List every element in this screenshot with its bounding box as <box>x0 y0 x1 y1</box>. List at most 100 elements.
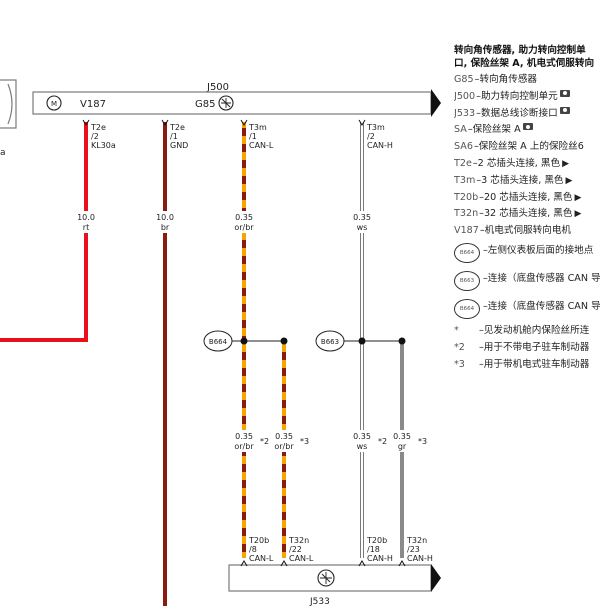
svg-text:*2: *2 <box>260 437 269 446</box>
svg-text:0.35: 0.35 <box>393 432 411 441</box>
svg-text:B664: B664 <box>209 338 228 346</box>
bottom-pin-1: T20b /8 CAN-L <box>240 536 274 567</box>
top-pin-4: T3m /2 CAN-H <box>358 119 393 150</box>
arrow-right-icon <box>431 564 441 592</box>
legend-item: T3m–3 芯插头连接, 黑色▶ <box>454 173 600 190</box>
legend-note: *3–用于带机电式驻车制动器 <box>454 358 590 370</box>
legend-item: SA–保险丝架 A <box>454 122 600 139</box>
wire-can-l <box>242 122 286 558</box>
wire-spec-bottom-4: 0.35 gr *3 <box>390 430 427 452</box>
j533-label: J533 <box>309 597 330 606</box>
motor-icon: M <box>46 95 62 111</box>
plug-icon[interactable]: ▶ <box>562 158 570 169</box>
svg-text:*2: *2 <box>378 437 387 446</box>
svg-text:M: M <box>51 100 57 108</box>
svg-text:0.35: 0.35 <box>275 432 293 441</box>
legend-circle-item: B664 –左侧仪表板后面的接地点 <box>454 242 600 263</box>
legend-item: J533–数据总线诊断接口 <box>454 106 600 123</box>
svg-text:/23: /23 <box>407 545 420 554</box>
svg-text:T32n: T32n <box>288 536 309 545</box>
svg-text:T32n: T32n <box>406 536 427 545</box>
wire-spec-bottom-1: 0.35 or/br *2 <box>230 430 269 452</box>
v187-label: V187 <box>80 99 106 110</box>
plug-icon[interactable]: ▶ <box>574 209 582 220</box>
legend-note: *2–用于不带电子驻车制动器 <box>454 341 590 353</box>
legend-item: SA6–保险丝架 A 上的保险丝6 <box>454 141 584 153</box>
svg-text:ws: ws <box>357 442 368 451</box>
bottom-pin-2: T32n /22 CAN-L <box>280 536 314 567</box>
svg-text:KL30a: KL30a <box>91 141 116 150</box>
svg-text:T2e: T2e <box>90 123 106 132</box>
svg-text:CAN-H: CAN-H <box>407 554 433 563</box>
svg-text:CAN-L: CAN-L <box>249 141 274 150</box>
svg-text:/1: /1 <box>249 132 257 141</box>
svg-text:10.0: 10.0 <box>77 213 95 222</box>
wire-spec-top-3: 0.35 or/br <box>228 211 260 233</box>
svg-text:T3m: T3m <box>248 123 267 132</box>
svg-text:CAN-H: CAN-H <box>367 554 393 563</box>
svg-text:/18: /18 <box>367 545 380 554</box>
wire-can-h <box>360 122 404 558</box>
camera-icon[interactable] <box>559 89 570 97</box>
svg-text:or/br: or/br <box>234 442 254 451</box>
plug-icon[interactable]: ▶ <box>565 175 573 186</box>
gateway-icon <box>317 569 335 587</box>
svg-text:/1: /1 <box>170 132 178 141</box>
svg-text:CAN-L: CAN-L <box>249 554 274 563</box>
svg-text:0.35: 0.35 <box>353 432 371 441</box>
svg-text:10.0: 10.0 <box>156 213 174 222</box>
wiring-diagram: a J500 M V187 G85 J533 <box>0 79 441 606</box>
svg-text:or/br: or/br <box>234 223 254 232</box>
legend-circle-item: B664 –连接（底盘传感器 CAN 导线束中 <box>454 298 600 319</box>
legend-note: *–见发动机舱内保险丝所连 <box>454 324 590 336</box>
svg-text:/2: /2 <box>91 132 99 141</box>
junction-b663: B663 <box>315 330 406 352</box>
svg-text:CAN-H: CAN-H <box>367 141 393 150</box>
ground-point-badge: B664 <box>454 242 480 263</box>
svg-text:GND: GND <box>170 141 188 150</box>
legend-item: T32n–32 芯插头连接, 黑色▶ <box>454 206 600 223</box>
camera-icon[interactable] <box>559 106 570 114</box>
legend-panel: 转向角传感器, 助力转向控制单 口, 保险丝架 A, 机电式伺服转向 G85–转… <box>454 44 600 374</box>
plug-icon[interactable]: ▶ <box>574 192 582 203</box>
legend-item: J500–助力转向控制单元 <box>454 89 600 106</box>
wire-spec-bottom-3: 0.35 ws *2 <box>350 430 387 452</box>
wire-kl30a <box>0 122 88 342</box>
svg-text:CAN-L: CAN-L <box>289 554 314 563</box>
j500-label: J500 <box>206 82 229 93</box>
legend-title: 转向角传感器, 助力转向控制单 口, 保险丝架 A, 机电式伺服转向 <box>454 45 595 69</box>
svg-text:br: br <box>161 223 170 232</box>
left-component: a <box>0 79 17 158</box>
svg-text:/22: /22 <box>289 545 302 554</box>
g85-label: G85 <box>195 99 215 110</box>
wire-spec-top-1: 10.0 rt <box>70 211 102 233</box>
svg-text:/8: /8 <box>249 545 257 554</box>
svg-text:B663: B663 <box>321 338 339 346</box>
wire-spec-top-4: 0.35 ws <box>346 211 378 233</box>
connection-badge: B664 <box>454 298 480 319</box>
top-pin-1: T2e /2 KL30a <box>82 119 116 150</box>
wire-spec-bottom-2: 0.35 or/br *3 <box>270 430 309 452</box>
bottom-component-j533: J533 <box>228 564 441 606</box>
svg-text:T20b: T20b <box>248 536 269 545</box>
camera-icon[interactable] <box>522 123 533 131</box>
svg-text:T3m: T3m <box>366 123 385 132</box>
legend-item: V187–机电式伺服转向电机 <box>454 225 572 237</box>
svg-text:0.35: 0.35 <box>235 213 253 222</box>
svg-text:0.35: 0.35 <box>353 213 371 222</box>
svg-text:rt: rt <box>83 223 89 232</box>
svg-text:/2: /2 <box>367 132 375 141</box>
top-pin-3: T3m /1 CAN-L <box>240 119 274 150</box>
svg-text:0.35: 0.35 <box>235 432 253 441</box>
bottom-pin-4: T32n /23 CAN-H <box>398 536 433 567</box>
sensor-icon <box>218 95 234 111</box>
arrow-right-icon <box>431 89 441 117</box>
svg-text:ws: ws <box>357 223 368 232</box>
svg-text:*3: *3 <box>300 437 309 446</box>
svg-text:T20b: T20b <box>366 536 387 545</box>
legend-item: T20b–20 芯插头连接, 黑色▶ <box>454 190 600 207</box>
wire-spec-top-2: 10.0 br <box>149 211 181 233</box>
connection-badge: B663 <box>454 270 480 291</box>
left-component-label: a <box>0 148 6 158</box>
svg-text:gr: gr <box>398 442 407 451</box>
